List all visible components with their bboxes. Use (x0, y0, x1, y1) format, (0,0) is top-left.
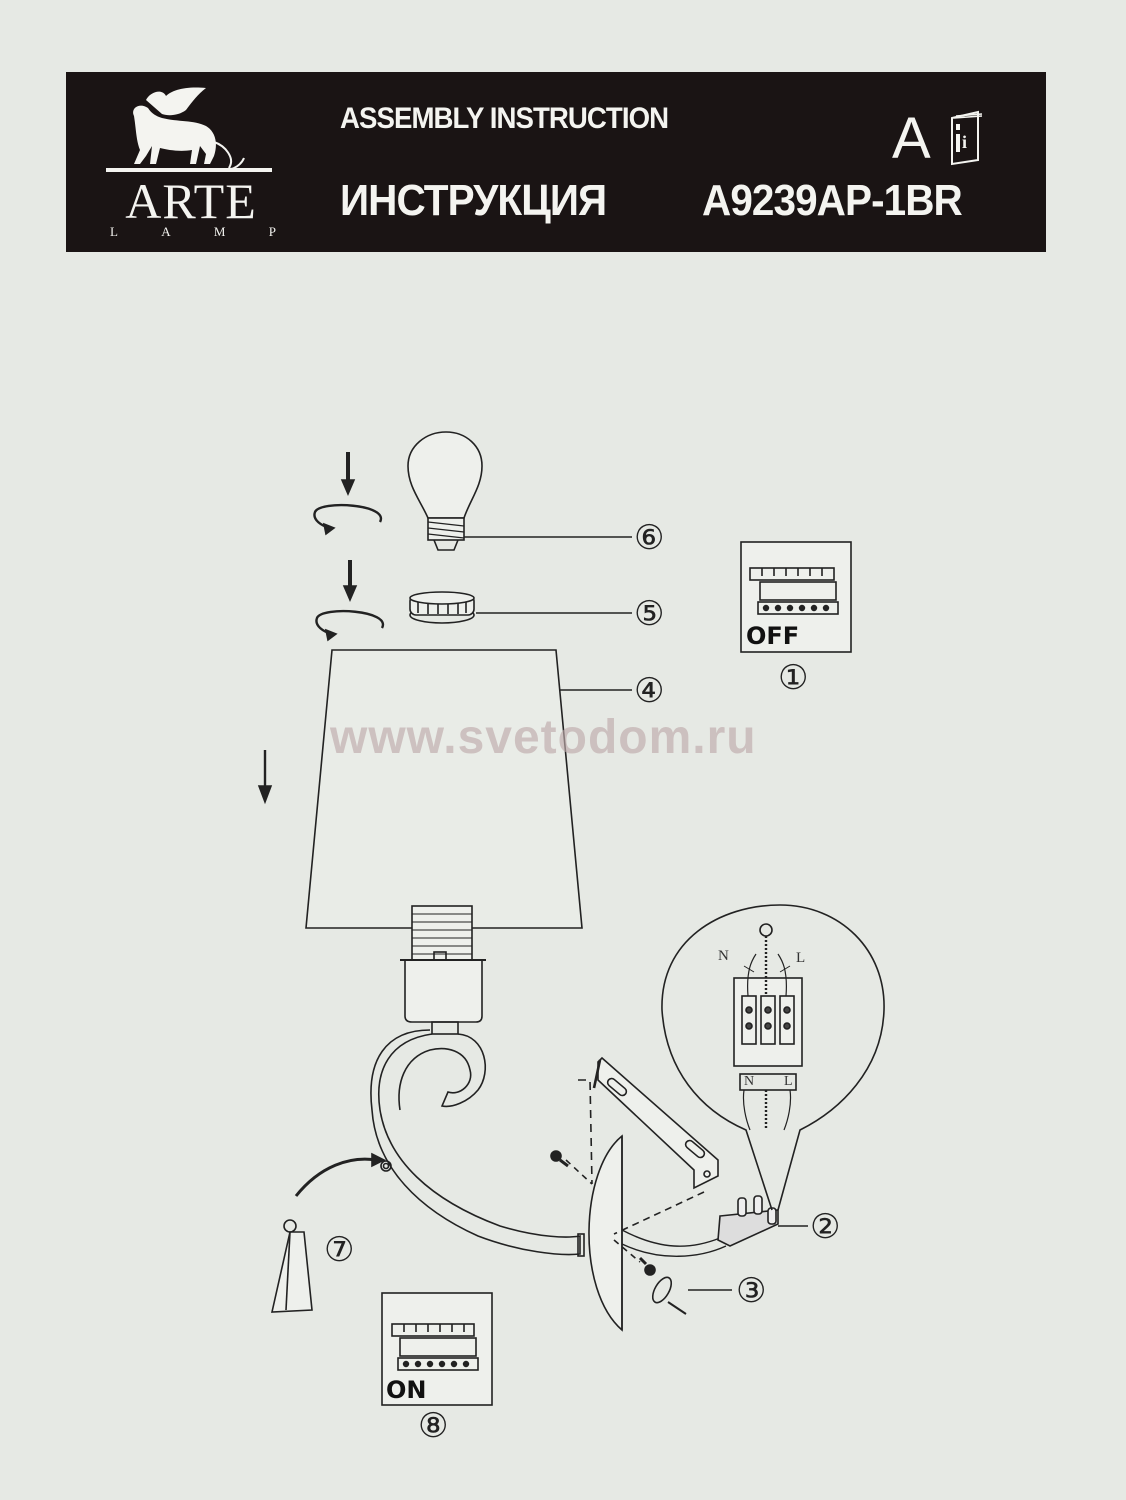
language-mark: A (892, 106, 931, 171)
callout-1: ① (778, 659, 809, 697)
header-banner: ARTE L A M P ASSEMBLY INSTRUCTION ИНСТРУ… (66, 72, 1046, 252)
callout-4: ④ (634, 672, 665, 710)
brand-letter: M (213, 224, 226, 239)
lamp-arm (370, 1029, 581, 1256)
breaker-on-label: ON (386, 1376, 427, 1404)
screw-icon (638, 1256, 656, 1276)
down-arrow-icon (257, 750, 273, 805)
live-label: L (796, 950, 806, 966)
down-arrow-icon (340, 452, 356, 497)
crystal-pendant-icon (270, 1231, 313, 1313)
winged-lion-logo-icon (106, 87, 272, 172)
callout-2: ② (810, 1208, 841, 1246)
callout-7: ⑦ (324, 1231, 355, 1269)
breaker-row-icon (391, 1323, 479, 1371)
breaker-off-label: OFF (746, 622, 800, 650)
model-number: A9239AP-1BR (702, 176, 963, 225)
svg-text:i: i (962, 132, 967, 152)
callout-6: ⑥ (634, 519, 665, 557)
screw-icon (550, 1150, 569, 1168)
neutral-label: N (718, 948, 729, 964)
brand-letter: L (110, 224, 118, 239)
callout-3: ③ (736, 1272, 767, 1310)
title-russian: ИНСТРУКЦИЯ (340, 176, 607, 225)
callout-5: ⑤ (634, 595, 665, 633)
lamp-shade-shape (305, 649, 583, 929)
terminal-live-label: L (784, 1074, 793, 1089)
rotate-arrow-icon (313, 503, 383, 530)
brand-letter: P (268, 224, 276, 239)
book-info-icon: i (951, 110, 983, 166)
ground-icon (759, 923, 773, 937)
light-bulb-icon (407, 431, 483, 519)
terminal-neutral-label: N (744, 1074, 755, 1089)
callout-8: ⑧ (418, 1407, 449, 1445)
down-arrow-icon (342, 560, 358, 603)
title-english: ASSEMBLY INSTRUCTION (340, 102, 669, 135)
brand-letter: A (161, 224, 171, 239)
watermark: www.svetodom.ru (330, 711, 757, 764)
brand-subtitle: L A M P (110, 224, 276, 240)
brand-name: ARTE (125, 173, 257, 229)
breaker-row-icon (749, 567, 839, 615)
